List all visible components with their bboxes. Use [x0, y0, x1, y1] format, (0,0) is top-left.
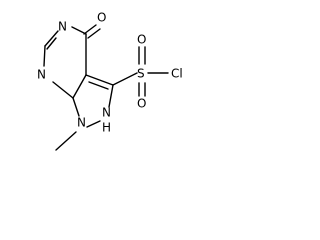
atom-s: S	[137, 67, 145, 81]
bond-n1-n2	[86, 120, 101, 128]
bond-n1-methyl	[55, 131, 77, 151]
atom-o-sulfonyl-bottom: O	[137, 97, 146, 111]
bond-c3a-c3-inner	[88, 81, 109, 90]
atom-n1: N	[77, 116, 86, 130]
atom-n2: N	[102, 106, 111, 120]
atom-h-n2: H	[102, 121, 111, 135]
bond-c6-n7	[43, 45, 46, 67]
atom-o-sulfonyl-top: O	[137, 33, 146, 47]
bond-c7a-c3a-left	[72, 74, 87, 99]
atom-n7: N	[37, 68, 46, 82]
bond-c4-n5	[71, 26, 87, 35]
bond-n1-c7a	[72, 97, 80, 117]
bond-c3a-c3	[85, 74, 114, 86]
chemical-structure-diagram: O N N N N H S Cl O O	[37, 11, 183, 151]
bond-n5-c6-inner	[46, 37, 57, 50]
bond-n5-c6-outer	[44, 30, 59, 47]
atom-o-carbonyl: O	[97, 11, 106, 25]
bond-n7-c7a	[52, 81, 74, 99]
bond-c4-o-double-a	[83, 24, 97, 35]
atom-n5: N	[58, 20, 67, 34]
bond-c3-s	[112, 72, 138, 86]
bond-c4-o-double-b	[87, 28, 101, 39]
atom-cl: Cl	[171, 67, 183, 81]
bond-c3-n2	[108, 84, 114, 108]
